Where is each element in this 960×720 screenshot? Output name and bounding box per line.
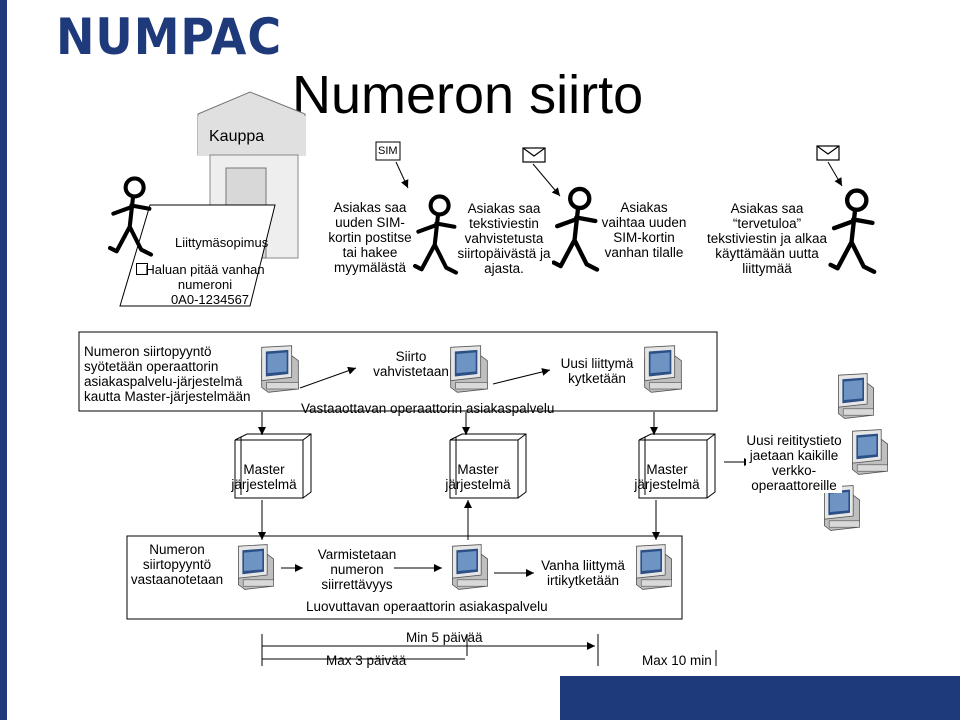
keep-number-text: Haluan pitää vanhan numeroni (136, 262, 270, 292)
brand-stripe (0, 0, 7, 720)
computer-icon (237, 544, 275, 590)
computer-icon (451, 544, 489, 590)
shop-label: Kauppa (209, 128, 265, 145)
timeline-max10-label: Max 10 min (642, 653, 712, 668)
timeline-max3-label: Max 3 päivää (326, 653, 407, 668)
contract-label: Liittymäsopimus (175, 235, 269, 250)
master-system-label-3: Master järjestelmä (634, 462, 700, 492)
verify-portability-text: Varmistetaan numeron siirrettävyys (317, 547, 397, 592)
receiving-operator-label: Vastaaottavan operaattorin asiakaspalvel… (301, 401, 555, 416)
sim-label: SIM (378, 145, 398, 157)
old-disconnect-text: Vanha liittymä irtikytketään (541, 558, 625, 588)
contract-shape (119, 204, 276, 307)
step-welcome-sms: Asiakas saa “tervetuloa” tekstiviestin j… (706, 201, 828, 276)
customer-figure-2 (415, 196, 456, 272)
customer-figure-3 (554, 189, 597, 270)
computer-icon (261, 345, 299, 393)
donor-operator-label: Luovuttavan operaattorin asiakaspalvelu (306, 599, 548, 614)
step-sms-confirmation: Asiakas saa tekstiviestin vahvistetusta … (457, 201, 551, 276)
computer-icon (852, 429, 888, 475)
customer-number: 0A0-1234567 (170, 292, 250, 307)
footer-bar (560, 676, 960, 720)
transfer-confirmed-text: Siirto vahvistetaan (373, 349, 449, 379)
donor-operator-box (126, 535, 683, 620)
timeline-min-label: Min 5 päivää (406, 630, 483, 645)
receiving-operator-box (78, 331, 718, 412)
timeline (261, 634, 717, 666)
step-new-sim: Asiakas saa uuden SIM-kortin postitse ta… (328, 200, 412, 275)
page-title: Numeron siirto (292, 65, 644, 125)
step-swap-sim: Asiakas vaihtaa uuden SIM-kortin vanhan … (601, 200, 687, 260)
keep-number-label: Haluan pitää vanhan numeroni (145, 262, 265, 292)
master-system-label-1: Master järjestelmä (231, 462, 297, 492)
numpac-logo: NUMPAC (56, 8, 283, 66)
new-connection-text: Uusi liittymä kytketään (560, 356, 634, 386)
sms-envelope-icon (816, 145, 840, 161)
computer-icon (644, 345, 682, 393)
computer-icon (636, 544, 672, 590)
sms-envelope-icon (522, 147, 546, 163)
request-entered-text: Numeron siirtopyyntö syötetään operaatto… (84, 344, 251, 404)
computer-icon (838, 373, 874, 419)
request-received-text: Numeron siirtopyyntö vastaanotetaan (130, 542, 224, 587)
master-system-label-2: Master järjestelmä (445, 462, 511, 492)
sim-card-icon (375, 141, 401, 161)
checkbox-icon (136, 263, 148, 275)
routing-info-text: Uusi reititystieto jaetaan kaikille verk… (746, 433, 842, 493)
customer-figure-4 (831, 191, 875, 272)
